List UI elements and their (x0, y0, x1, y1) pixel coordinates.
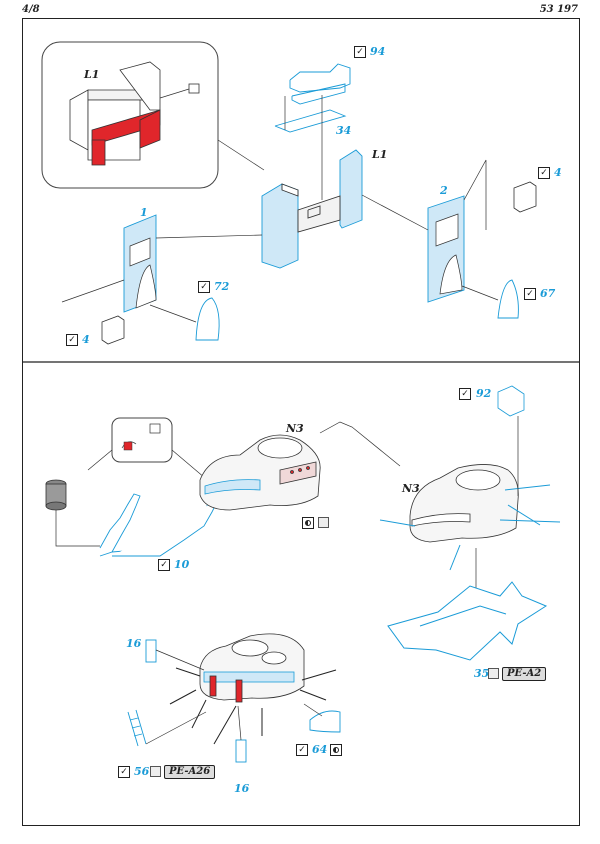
pe-a2-badge: PE-A2 (502, 667, 547, 681)
page-frame (22, 18, 580, 826)
n3-bridge-right (409, 464, 519, 543)
lower-bridge-legs (169, 667, 337, 745)
check-icon: ✓ (459, 388, 471, 400)
part-label-1: 1 (140, 206, 148, 219)
check-icon: ✓ (198, 281, 210, 293)
n3-right-spokes (379, 484, 561, 571)
cylinder-part (45, 479, 67, 511)
part-16-lower (235, 739, 247, 763)
part-1-panel (123, 214, 157, 313)
pe-part-icon (150, 766, 161, 777)
part-4-box-left (101, 315, 125, 345)
paint-icon (302, 517, 314, 529)
check-icon: ✓ (296, 744, 308, 756)
part-16-upper (145, 639, 157, 663)
part-label-64: 64 (312, 743, 328, 756)
check-icon: ✓ (354, 46, 366, 58)
check-icon: ✓ (524, 288, 536, 300)
part-label-4-left: 4 (82, 333, 90, 346)
part-label-56: 56 (134, 765, 150, 778)
part-4-box-right (513, 181, 537, 213)
pe-a26-badge: PE-A26 (164, 765, 216, 779)
part-64-shield (309, 710, 341, 733)
inset-pe-icon (188, 83, 200, 94)
check-icon: ✓ (118, 766, 130, 778)
part-label-10: 10 (174, 558, 190, 571)
detail-inset-2 (111, 417, 173, 463)
n3-label-left: N3 (286, 422, 304, 435)
part-35-platform (387, 581, 548, 661)
assembly-label-l1: L1 (372, 148, 388, 161)
part-label-34: 34 (336, 124, 352, 137)
part-label-4-right: 4 (554, 166, 562, 179)
ladder-part (127, 709, 147, 747)
pe-part-icon (488, 668, 499, 679)
part-label-35: 35 (474, 667, 490, 680)
lower-bridge (199, 633, 305, 703)
part-label-16-lower: 16 (234, 782, 250, 795)
part-label-92: 92 (476, 387, 492, 400)
part-72-shield (195, 297, 220, 341)
inset-label-l1: L1 (84, 68, 100, 81)
kit-number: 53 197 (539, 4, 578, 15)
part-label-72: 72 (214, 280, 230, 293)
part-label-67: 67 (540, 287, 556, 300)
check-icon: ✓ (66, 334, 78, 346)
n3-label-right: N3 (402, 482, 420, 495)
page-number: 4/8 (22, 4, 40, 15)
pe-part-icon (318, 517, 329, 528)
part-10-rail (99, 493, 219, 557)
check-icon: ✓ (158, 559, 170, 571)
part-94-fret (289, 63, 351, 105)
paint-icon (330, 744, 342, 756)
check-icon: ✓ (538, 167, 550, 179)
part-34-fret (274, 109, 347, 133)
inset-structure (69, 61, 161, 166)
part-2-panel (427, 195, 465, 303)
part-92-box (497, 385, 525, 417)
part-label-2: 2 (440, 184, 448, 197)
part-label-94: 94 (370, 45, 386, 58)
l1-assembly (261, 149, 363, 269)
part-67-shield (497, 279, 519, 319)
part-label-16-upper: 16 (126, 637, 142, 650)
n3-bridge-left (199, 434, 321, 511)
